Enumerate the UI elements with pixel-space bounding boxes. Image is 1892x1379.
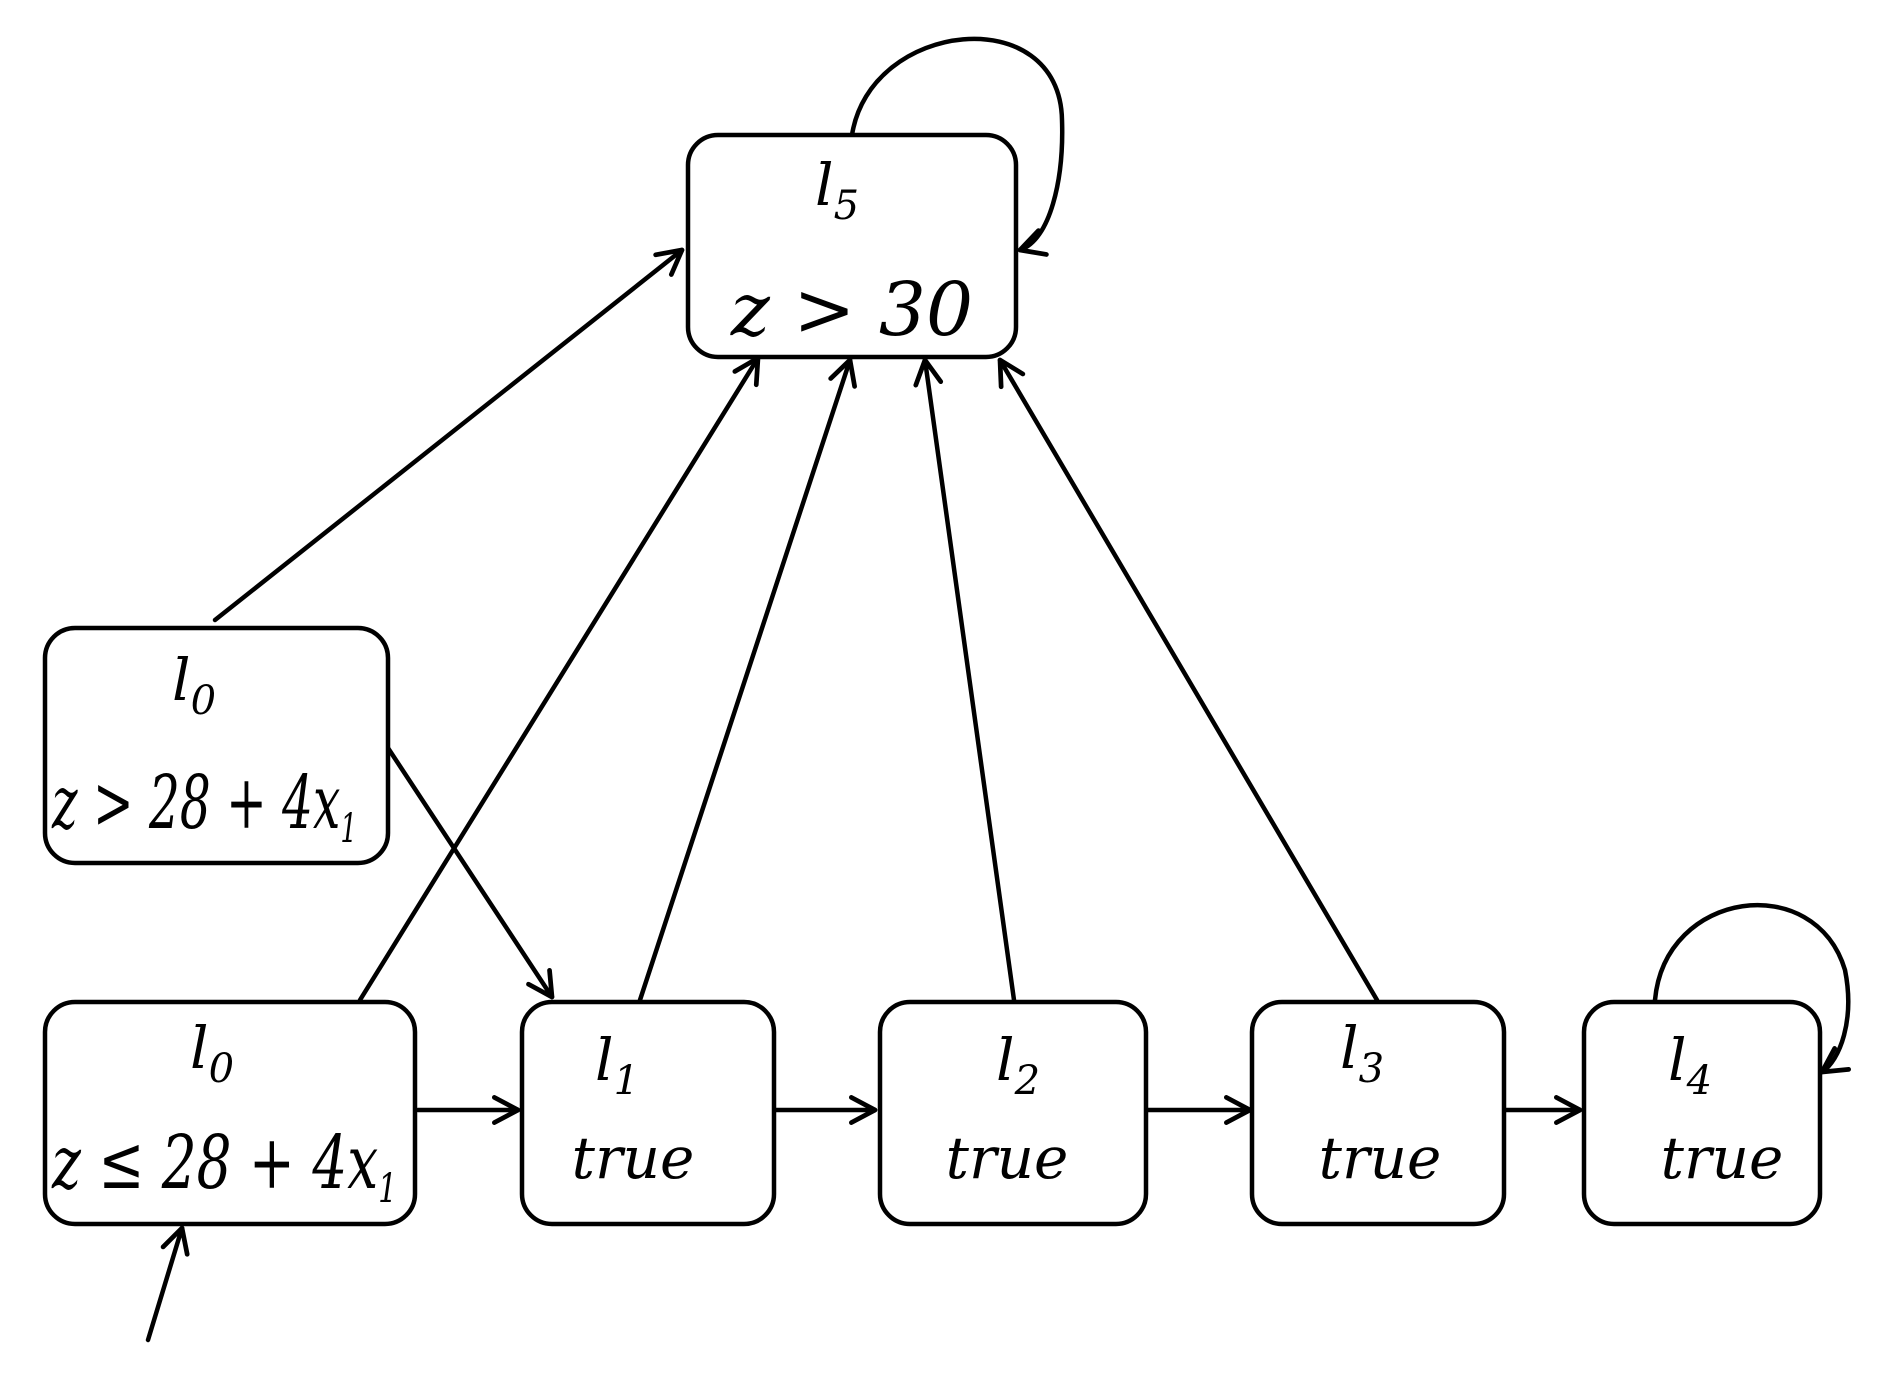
- node-l2: l2 true: [877, 999, 1149, 1227]
- node-l3: l3 true: [1249, 999, 1507, 1227]
- invariant-label: true: [946, 1124, 1069, 1192]
- location-name: l: [996, 1026, 1015, 1094]
- location-index: 5: [834, 183, 859, 229]
- edge-l2-l5: [913, 357, 1017, 1003]
- location-index: 1: [614, 1058, 639, 1104]
- location-index: 0: [209, 1046, 234, 1092]
- location-name: l: [172, 646, 191, 714]
- edges: [145, 36, 1852, 1343]
- svg-text:l0: l0: [190, 1014, 234, 1092]
- edge-l0a-l5: [212, 247, 685, 623]
- invariant-subscript: 1: [340, 806, 357, 852]
- node-l5: l5 z > 30: [685, 132, 1019, 360]
- edge-l1-l5: [637, 357, 857, 1003]
- svg-text:l1: l1: [595, 1026, 639, 1104]
- location-index: 4: [1686, 1058, 1712, 1104]
- edge-l3-l5: [997, 357, 1380, 1003]
- edge-l0a-l1: [385, 745, 555, 1000]
- invariant-label: z > 30: [730, 267, 973, 353]
- edge-l0b-l5: [357, 355, 761, 1003]
- node-l4: l4 true: [1581, 999, 1823, 1227]
- svg-text:l2: l2: [996, 1026, 1040, 1104]
- self-loop-l5: [849, 36, 1065, 257]
- self-loop-l4: [1652, 902, 1852, 1075]
- location-name: l: [190, 1014, 209, 1082]
- svg-text:z ≤ 28 + 4x1: z ≤ 28 + 4x1: [51, 1120, 397, 1212]
- invariant-label: z > 28 + 4x: [51, 760, 340, 846]
- location-index: 3: [1359, 1046, 1384, 1092]
- node-l0-upper: l0 z > 28 + 4x1: [42, 625, 391, 866]
- invariant-label: true: [572, 1124, 695, 1192]
- invariant-subscript: 1: [378, 1166, 397, 1212]
- svg-text:l4: l4: [1668, 1026, 1712, 1104]
- invariant-label: true: [1661, 1124, 1784, 1192]
- svg-text:l0: l0: [172, 646, 216, 724]
- svg-text:l5: l5: [815, 151, 859, 229]
- location-index: 0: [191, 678, 216, 724]
- location-name: l: [595, 1026, 614, 1094]
- svg-text:z > 28 + 4x1: z > 28 + 4x1: [51, 760, 357, 852]
- node-l1: l1 true: [519, 999, 777, 1227]
- initial-arrow: [145, 1225, 190, 1343]
- location-name: l: [815, 151, 834, 219]
- invariant-label: z ≤ 28 + 4x: [51, 1120, 378, 1206]
- node-l0-lower: l0 z ≤ 28 + 4x1: [42, 999, 418, 1227]
- location-name: l: [1340, 1014, 1359, 1082]
- svg-text:l3: l3: [1340, 1014, 1384, 1092]
- location-index: 2: [1014, 1058, 1040, 1104]
- location-name: l: [1668, 1026, 1687, 1094]
- invariant-label: true: [1319, 1124, 1442, 1192]
